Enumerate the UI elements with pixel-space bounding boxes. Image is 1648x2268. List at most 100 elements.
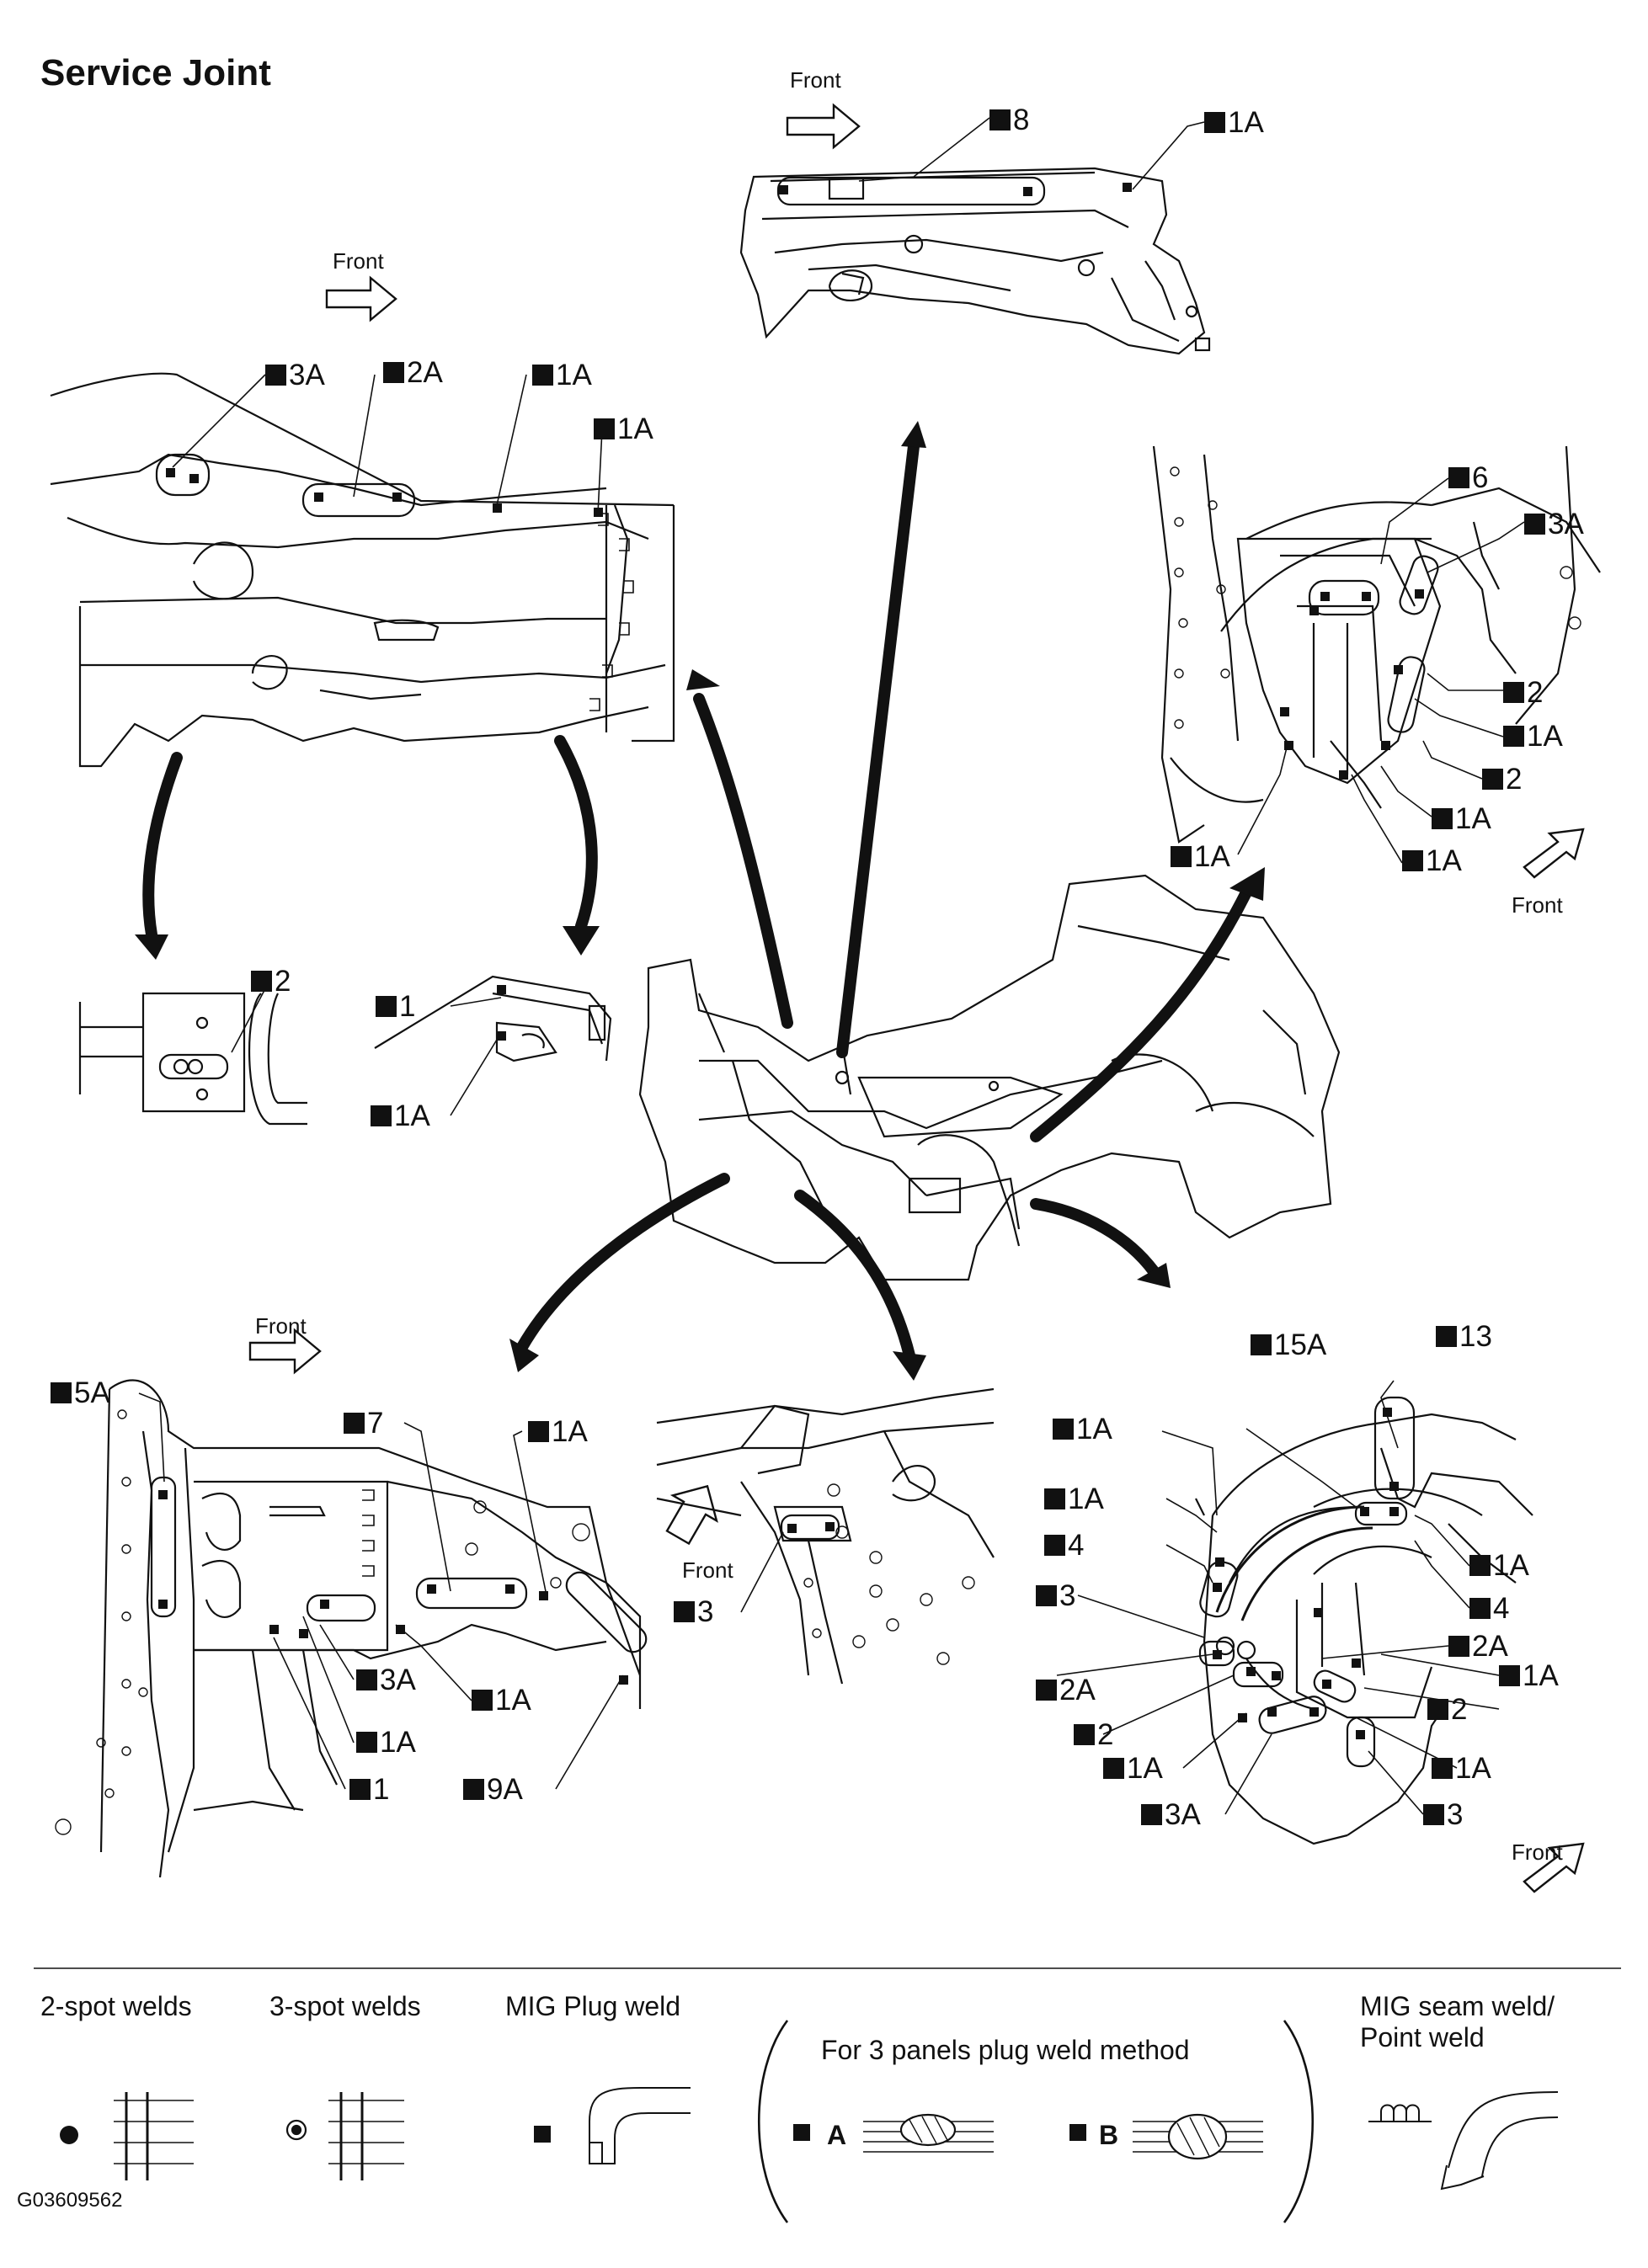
figure-code: G03609562 — [17, 2189, 123, 2212]
weld-square-icon — [349, 1779, 371, 1800]
weld-square-icon — [989, 109, 1011, 130]
front-arrows — [248, 103, 1585, 1893]
weld-label: 6 — [1448, 463, 1488, 492]
weld-square-icon — [51, 1382, 72, 1403]
weld-label: 1 — [376, 992, 415, 1021]
weld-square-icon — [674, 1601, 695, 1622]
front-label-top-center: Front — [790, 67, 841, 93]
legend-method-b: B — [1099, 2120, 1119, 2150]
weld-square-icon — [1053, 1419, 1074, 1440]
weld-square-icon — [1436, 1326, 1457, 1347]
weld-square-icon — [1432, 808, 1453, 829]
weld-square-icon — [1251, 1334, 1272, 1355]
front-label-bottom-left: Front — [255, 1313, 307, 1339]
front-label-bottom-right: Front — [1512, 1839, 1563, 1865]
front-side-member-drawing — [739, 167, 1211, 355]
weld-square-icon — [371, 1105, 392, 1126]
weld-square-icon — [1141, 1804, 1162, 1825]
legend-three-panels-method: For 3 panels plug weld method — [821, 2035, 1190, 2065]
legend-mig-plug-weld: MIG Plug weld — [505, 1991, 681, 2021]
weld-square-icon — [472, 1690, 493, 1711]
front-label-bottom-center: Front — [682, 1557, 733, 1583]
weld-label: 3 — [674, 1597, 713, 1626]
weld-square-icon — [1448, 467, 1469, 488]
legend-3-spot-welds: 3-spot welds — [269, 1991, 421, 2021]
detail-a-drawing — [78, 992, 307, 1126]
weld-square-icon — [1402, 850, 1423, 871]
weld-markers — [158, 183, 1424, 1739]
weld-label: 5A — [51, 1378, 110, 1408]
weld-square-icon — [1503, 726, 1524, 747]
legend-method-a: A — [827, 2120, 847, 2150]
weld-label: 1A — [1503, 721, 1563, 751]
weld-label: 7 — [344, 1408, 383, 1438]
weld-label: 3A — [265, 360, 325, 390]
cowl-lower-drawing — [656, 1387, 995, 1685]
weld-square-icon — [356, 1732, 377, 1753]
weld-square-icon — [376, 996, 397, 1017]
weld-label: 9A — [463, 1775, 523, 1804]
weld-square-icon — [1423, 1804, 1444, 1825]
weld-label: 2 — [1074, 1720, 1113, 1749]
weld-label: 1A — [1053, 1414, 1112, 1444]
weld-square-icon — [1204, 112, 1225, 133]
weld-label: 13 — [1436, 1322, 1492, 1351]
weld-square-icon — [528, 1421, 549, 1442]
weld-label: 2 — [1482, 764, 1522, 794]
weld-label: 1A — [1469, 1551, 1529, 1580]
legend-mig-seam-weld: MIG seam weld/ — [1360, 1991, 1555, 2021]
weld-square-icon — [1103, 1758, 1124, 1779]
weld-label: 4 — [1469, 1594, 1509, 1623]
weld-label: 2 — [1427, 1695, 1467, 1724]
weld-label: 1A — [371, 1101, 430, 1131]
weld-label: 3A — [356, 1665, 416, 1695]
weld-label: 8 — [989, 105, 1029, 135]
leader-lines — [138, 117, 1525, 1815]
hood-ledge-drawing — [50, 372, 675, 768]
weld-square-icon — [1448, 1636, 1469, 1657]
front-label-top-right: Front — [1512, 892, 1563, 918]
weld-label: 1A — [356, 1728, 416, 1757]
legend-point-weld: Point weld — [1360, 2022, 1485, 2052]
weld-label: 2A — [383, 358, 443, 387]
weld-label: 1A — [1044, 1484, 1104, 1514]
weld-square-icon — [1074, 1724, 1095, 1745]
legend-2-spot-welds: 2-spot welds — [40, 1991, 192, 2021]
weld-label: 3A — [1524, 509, 1584, 539]
weld-square-icon — [1427, 1699, 1448, 1720]
weld-square-icon — [344, 1413, 365, 1434]
front-label-top-left: Front — [333, 248, 384, 274]
weld-square-icon — [1524, 514, 1545, 535]
vehicle-front-structure-drawing — [638, 874, 1341, 1281]
weld-label: 2 — [251, 966, 291, 996]
callout-arrows — [142, 440, 1252, 1361]
detail-b-drawing — [374, 975, 612, 1062]
weld-label: 1A — [1103, 1754, 1163, 1783]
weld-square-icon — [1036, 1585, 1057, 1606]
weld-square-icon — [1469, 1598, 1491, 1619]
weld-label: 2A — [1448, 1632, 1508, 1661]
weld-label: 1A — [1171, 842, 1230, 871]
weld-square-icon — [383, 362, 404, 383]
weld-label: 1A — [1432, 804, 1491, 833]
weld-label: 1A — [594, 414, 653, 444]
weld-label: 15A — [1251, 1330, 1326, 1360]
weld-square-icon — [1432, 1758, 1453, 1779]
weld-square-icon — [251, 971, 272, 992]
weld-square-icon — [1482, 769, 1503, 790]
weld-label: 2A — [1036, 1675, 1096, 1705]
weld-label: 4 — [1044, 1531, 1084, 1560]
weld-square-icon — [1469, 1555, 1491, 1576]
weld-label: 1A — [1432, 1754, 1491, 1783]
weld-square-icon — [1036, 1680, 1057, 1701]
weld-label: 1A — [528, 1417, 588, 1446]
weld-label: 1A — [532, 360, 592, 390]
weld-square-icon — [594, 418, 615, 439]
weld-square-icon — [1503, 682, 1524, 703]
weld-label: 1A — [1499, 1661, 1559, 1690]
weld-square-icon — [265, 365, 286, 386]
weld-square-icon — [532, 365, 553, 386]
weld-label: 3A — [1141, 1800, 1201, 1829]
page-title: Service Joint — [40, 52, 271, 93]
